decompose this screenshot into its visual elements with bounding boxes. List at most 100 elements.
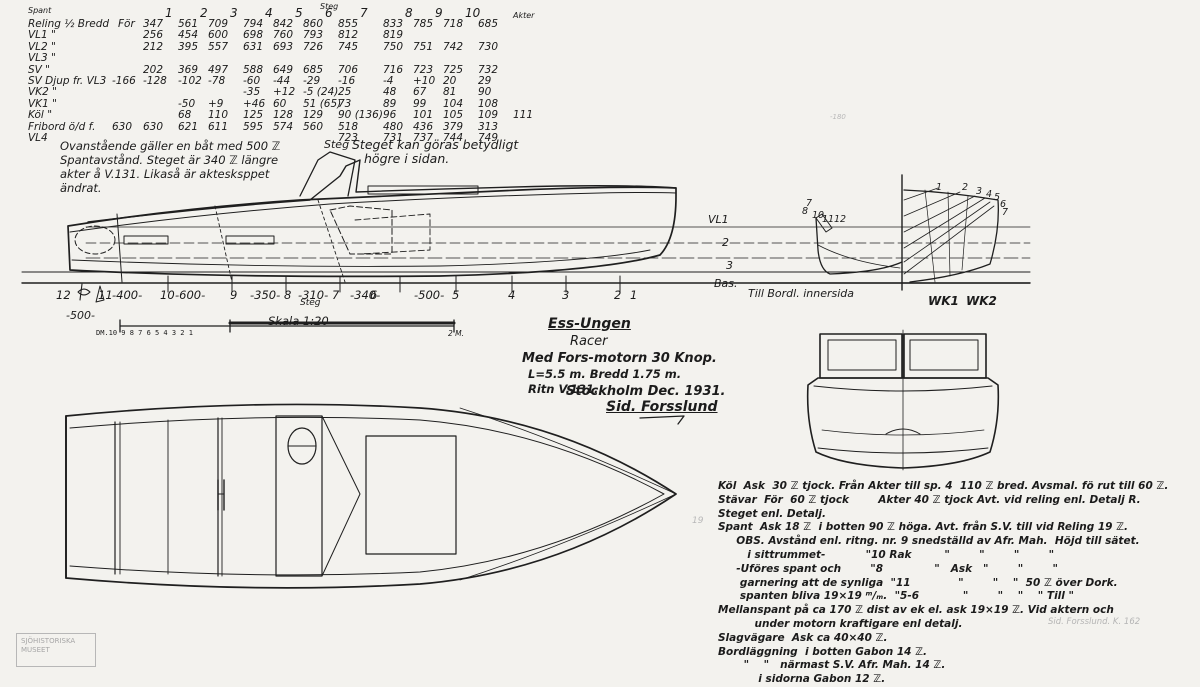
table-cell: 48 — [383, 86, 397, 99]
row-prefix-value: -166 — [112, 75, 136, 87]
table-cell: 89 — [383, 97, 397, 110]
table-cell: 855 — [338, 18, 359, 30]
row-for-label: För — [118, 18, 135, 30]
drawing-number: Ritn V.131. — [528, 382, 599, 396]
table-cell: 60 — [273, 97, 287, 110]
table-cell: 128 — [273, 109, 294, 122]
table-cell: 749 — [478, 132, 499, 144]
dimensions: L=5.5 m. Bredd 1.75 m. — [528, 367, 682, 381]
station-label: 5 — [452, 288, 460, 302]
row-label: SV " — [28, 63, 51, 76]
table-cell: 81 — [443, 86, 457, 99]
table-cell: 731 — [383, 132, 404, 144]
table-cell: 751 — [413, 40, 434, 53]
station-label: 4 — [508, 288, 516, 302]
station-label: -350- — [250, 288, 281, 302]
body-plan-number: 8 — [802, 206, 809, 217]
station-label: 12 — [56, 288, 71, 302]
table-cell: -102 — [178, 75, 202, 87]
station-label: 8 — [284, 288, 292, 302]
table-cell: 793 — [303, 29, 324, 42]
station-header: 8 — [405, 6, 413, 20]
table-cell: 90 — [478, 86, 492, 99]
steget-note: Steget kan göras betydligt högre i sidan… — [352, 138, 518, 166]
station-label: 3 — [562, 288, 570, 302]
bow-view — [806, 329, 1000, 471]
table-cell: 649 — [273, 63, 294, 76]
table-cell: 611 — [208, 120, 229, 133]
akter-header: Akter — [513, 11, 535, 20]
row-label: SV Djup fr. VL3 — [28, 75, 107, 87]
body-plan-number: 12 — [834, 214, 847, 225]
table-cell: -44 — [273, 75, 291, 87]
row-label: VL3 " — [28, 52, 56, 65]
table-cell: 561 — [178, 18, 199, 30]
table-cell: 313 — [478, 120, 499, 133]
station-header: 9 — [435, 6, 443, 20]
table-cell: 819 — [383, 29, 404, 42]
table-cell: 574 — [273, 120, 294, 133]
body-plan-inner-label: Till Bordl. innersida — [748, 287, 855, 300]
table-cell: 51 (65) — [303, 97, 342, 110]
table-cell: 842 — [273, 18, 294, 30]
table-cell: 104 — [443, 97, 464, 110]
row-label: Köl " — [28, 109, 53, 122]
table-cell: 256 — [143, 29, 164, 42]
base-label: Bas. — [714, 277, 738, 290]
table-cell: +46 — [243, 97, 266, 110]
table-cell: 725 — [443, 63, 464, 76]
station-label: 11 — [98, 288, 113, 302]
table-cell: 621 — [178, 120, 199, 133]
table-cell: 723 — [338, 132, 359, 144]
spec-line: garnering att de synliga "11 " " " 50 ℤ … — [718, 576, 1118, 589]
steg-header: Steg — [320, 2, 339, 11]
steg-label-bottom: Steg — [300, 298, 321, 308]
wk2-label: WK2 — [966, 294, 997, 308]
row-label: VK1 " — [28, 97, 57, 110]
table-cell: 685 — [303, 63, 324, 76]
spec-line: Steget enl. Detalj. — [718, 507, 826, 520]
table-cell: 67 — [413, 86, 427, 99]
table-cell: 99 — [413, 97, 427, 110]
spec-line: " " närmast S.V. Afr. Mah. 14 ℤ. — [718, 659, 946, 672]
station-label: 6 — [370, 288, 378, 302]
table-cell: 395 — [178, 40, 199, 53]
table-cell: -128 — [143, 75, 167, 87]
table-cell: 595 — [243, 120, 264, 133]
waterline-vl1: VL1 — [708, 213, 729, 226]
station-header: 4 — [265, 6, 273, 20]
table-cell: 698 — [243, 29, 264, 42]
row-prefix-value: 630 — [112, 120, 133, 133]
station-label: 2 — [614, 288, 622, 302]
table-cell: 212 — [143, 40, 164, 53]
table-cell: 709 — [208, 18, 229, 30]
station-header: 2 — [200, 6, 208, 20]
stamp-line: SJÖHISTORISKA — [21, 637, 76, 645]
body-plan-number: 4 — [986, 189, 993, 200]
table-cell: 742 — [443, 40, 464, 53]
table-cell: 560 — [303, 120, 324, 133]
table-cell: -4 — [383, 75, 394, 87]
spec-line: Slagvägare Ask ca 40×40 ℤ. — [718, 631, 888, 644]
table-cell: 750 — [383, 40, 404, 53]
note-line: ändrat. — [60, 181, 102, 195]
table-cell: 718 — [443, 18, 464, 30]
spec-line: Köl Ask 30 ℤ tjock. Från Akter till sp. … — [718, 480, 1169, 492]
body-plan-number: 7 — [806, 198, 813, 209]
table-cell: 379 — [443, 120, 464, 133]
table-cell: 685 — [478, 18, 499, 30]
waterline-3: 3 — [726, 259, 733, 272]
station-label: -500- — [414, 288, 445, 302]
body-plan — [759, 174, 1031, 291]
place-date: Stockholm Dec. 1931. — [566, 384, 726, 399]
row-label: VK2 " — [28, 86, 57, 99]
museum-stamp: SJÖHISTORISKA MUSEET — [16, 633, 96, 667]
body-plan-number: 1 — [936, 182, 943, 193]
spec-line: under motorn kraftigare enl detalj. — [718, 617, 963, 630]
table-cell: 105 — [443, 109, 464, 122]
table-cell: 833 — [383, 18, 404, 30]
specifications: Köl Ask 30 ℤ tjock. Från Akter till sp. … — [718, 480, 1188, 687]
table-cell: 557 — [208, 40, 229, 53]
